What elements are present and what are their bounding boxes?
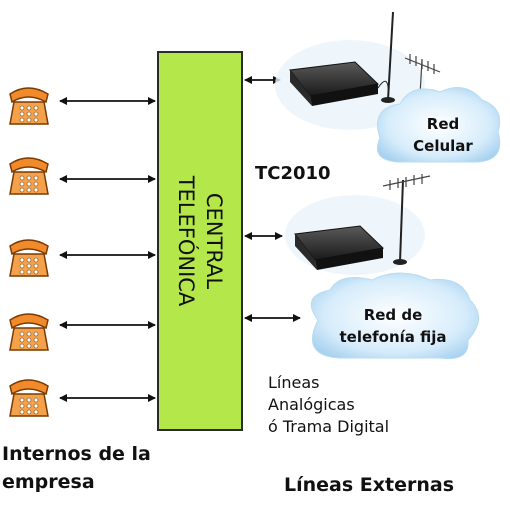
- central-telefonica-box: CENTRAL TELEFÓNICA: [157, 51, 243, 431]
- central-label-line2: TELEFÓNICA: [174, 175, 198, 307]
- central-label: CENTRAL TELEFÓNICA: [172, 176, 228, 307]
- phone-icon: [9, 87, 49, 125]
- lines-type-note-line1: Líneas: [268, 373, 320, 392]
- phone-icon: [9, 157, 49, 195]
- antenna-icon: [387, 11, 394, 101]
- tower-antenna-icon: [382, 174, 431, 190]
- phone-icon: [9, 379, 49, 417]
- central-label-line1: CENTRAL: [202, 192, 226, 290]
- phone-icon: [9, 313, 49, 351]
- internal-extensions-label: Internos de la empresa: [2, 440, 151, 496]
- internal-label-line2: empresa: [2, 471, 95, 493]
- modem-device-bottom: [285, 174, 431, 275]
- external-lines-label: Líneas Externas: [284, 474, 455, 496]
- device-label: TC2010: [255, 163, 331, 184]
- antenna-icon: [399, 179, 404, 263]
- cellular-network-label-line1: Red: [426, 115, 460, 133]
- lines-type-note-line3: ó Trama Digital: [268, 417, 390, 436]
- lines-type-note-line2: Analógicas: [268, 395, 355, 414]
- fixed-network-label-line1: Red de: [363, 306, 423, 324]
- cellular-network-label: Red Celular: [388, 113, 498, 157]
- fixed-network-label: Red de telefonía fija: [318, 304, 468, 348]
- internal-arrows: [59, 97, 156, 402]
- external-arrows: [244, 76, 301, 322]
- fixed-network-label-line2: telefonía fija: [339, 328, 447, 346]
- cellular-cloud-icon: [376, 87, 501, 163]
- modem-device-top: [275, 11, 441, 130]
- fixed-network-cloud-icon: [310, 272, 479, 360]
- phone-icon: [9, 239, 49, 277]
- cellular-network-label-line2: Celular: [413, 137, 473, 155]
- internal-label-line1: Internos de la: [2, 443, 151, 465]
- lines-type-note: Líneas Analógicas ó Trama Digital: [268, 372, 389, 438]
